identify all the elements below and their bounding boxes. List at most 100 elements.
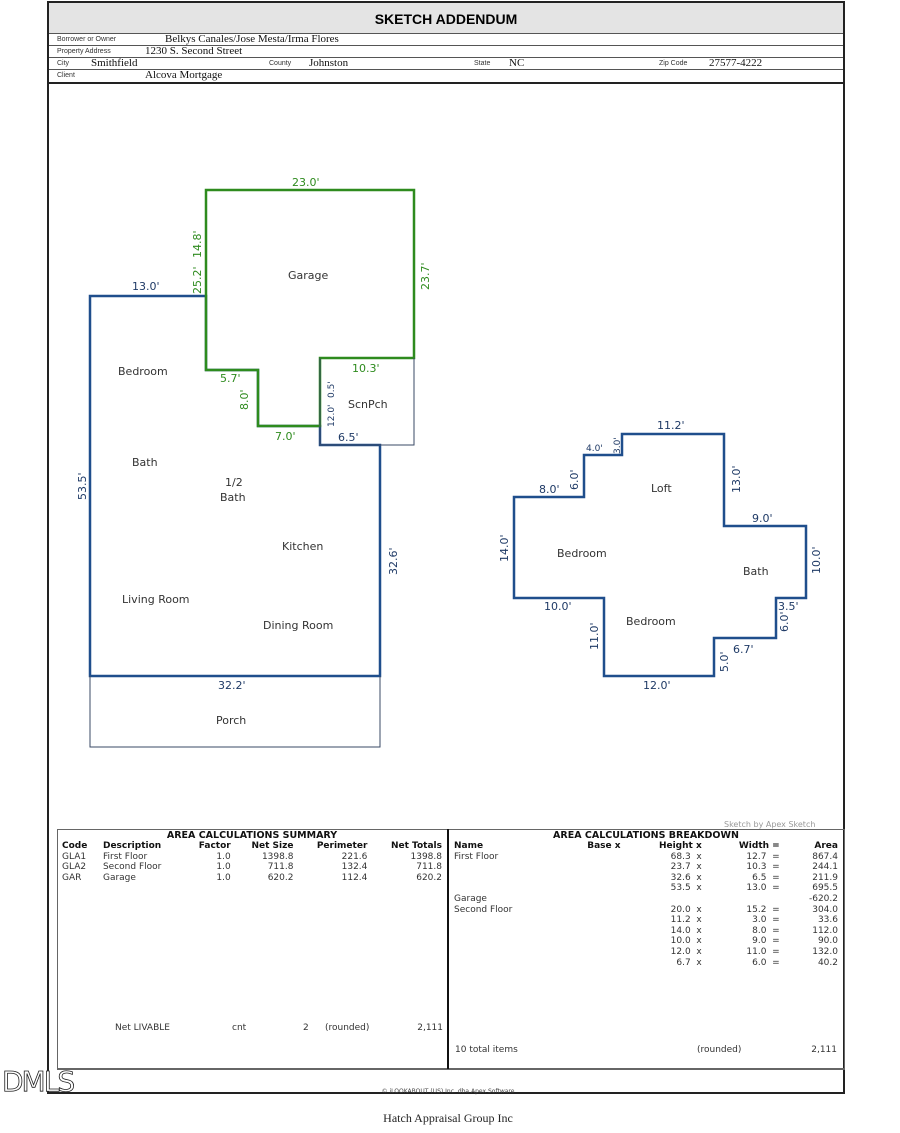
cell: 6.5 = [752,872,780,883]
dim-label: 6.5' [338,431,359,444]
address-label: Property Address [57,48,111,55]
cell [451,873,558,884]
borrower-label: Borrower or Owner [57,36,117,43]
cell [451,862,558,873]
cell: 695.5 [812,883,838,894]
client-row: Client Alcova Mortgage [49,69,843,84]
borrower-row: Borrower or Owner Belkys Canales/Jose Me… [49,33,843,46]
room-label: Kitchen [282,540,323,553]
cell: Second Floor [102,862,162,873]
cell [558,947,623,958]
breakdown-rounded: (rounded) [697,1045,742,1055]
table-row: 53.5 x 13.0 = 695.5 [451,883,841,894]
cell: 14.0 x [670,925,702,936]
cell: 15.2 = [746,904,780,915]
cell: First Floor [102,851,148,862]
area-breakdown-table: AREA CALCULATIONS BREAKDOWN Name Base x … [451,830,841,968]
zip-value: 27577-4222 [709,57,763,69]
room-label: Living Room [122,593,190,606]
sketch-addendum-page: SKETCH ADDENDUM Borrower or Owner Belkys… [47,1,845,1094]
sketch-credit: Sketch by Apex Sketch [724,820,815,829]
column-header: Base x [587,841,621,851]
cell: Garage [102,872,136,883]
dim-label: 6.0' [778,611,791,632]
cell: 244.1 [812,862,838,873]
dim-label: 8.0' [539,483,560,496]
cell: 9.0 = [752,936,780,947]
cell [451,926,558,937]
room-label: Garage [288,269,329,282]
net-livable-cnt-label: cnt [232,1023,247,1033]
cell [451,947,558,958]
cell: 867.4 [812,851,838,862]
cell [451,936,558,947]
column-header: Perimeter [316,841,368,851]
dim-label: 32.6' [387,547,400,575]
cell: 132.0 [812,946,838,957]
cell: 53.5 x [670,883,702,894]
dim-label: 14.0' [498,534,511,562]
copyright: © iLOOKABOUT (US) Inc. dba Apex Software [382,1088,515,1095]
cell: 13.0 = [746,883,780,894]
cell: 12.7 = [746,851,780,862]
state-label: State [474,60,491,67]
cell [558,905,623,916]
dim-label: 23.7' [419,262,432,290]
dim-label: 10.0' [810,546,823,574]
room-label: Bedroom [626,615,676,628]
column-header: Name [454,841,484,851]
cell [624,894,705,905]
cell: -620.2 [808,893,838,904]
address-value: 1230 S. Second Street [145,45,243,57]
cell: 20.0 x [670,904,702,915]
column-header: Width = [738,841,780,851]
dim-label: 11.0' [588,622,601,650]
cell: 3.0 = [752,915,780,926]
breakdown-total: 2,111 [811,1045,837,1055]
dim-label: 32.2' [218,679,246,692]
county-value: Johnston [309,57,349,69]
cell: 1.0 [216,872,231,883]
room-label: Bedroom [557,547,607,560]
cell [558,862,623,873]
summary-header-row: Code Description Factor Net Size Perimet… [59,841,445,852]
cell [558,883,623,894]
cell [705,894,783,905]
cell: 32.6 x [670,872,702,883]
dim-label: 7.0' [275,430,296,443]
area-summary-table: AREA CALCULATIONS SUMMARY Code Descripti… [59,830,445,883]
company-name: Hatch Appraisal Group Inc [383,1111,513,1125]
cell: 112.4 [341,872,368,883]
cell: GLA2 [62,862,87,873]
state-value: NC [509,57,525,69]
dmls-watermark: DMLS [2,1065,74,1098]
table-row: 32.6 x 6.5 = 211.9 [451,873,841,884]
net-livable-rounded: (rounded) [325,1023,370,1033]
net-livable-count: 2 [303,1023,309,1033]
city-value: Smithfield [91,57,138,69]
net-livable-total: 2,111 [417,1023,443,1033]
cell: 1.0 [216,862,231,873]
county-label: County [269,60,292,67]
room-label: ScnPch [348,398,388,411]
cell: 68.3 x [670,851,702,862]
breakdown-title: AREA CALCULATIONS BREAKDOWN [553,830,739,841]
cell [451,958,558,969]
dim-label: 12.0' [643,679,671,692]
column-header: Net Size [251,841,294,851]
room-label: 1/2 [225,476,243,489]
cell: Second Floor [454,904,513,915]
location-row: City Smithfield County Johnston State NC… [49,57,843,70]
cell: 221.6 [341,851,368,862]
cell: 10.3 = [746,862,780,873]
cell [558,958,623,969]
cell: 211.9 [812,872,838,883]
column-header: Factor [198,841,231,851]
